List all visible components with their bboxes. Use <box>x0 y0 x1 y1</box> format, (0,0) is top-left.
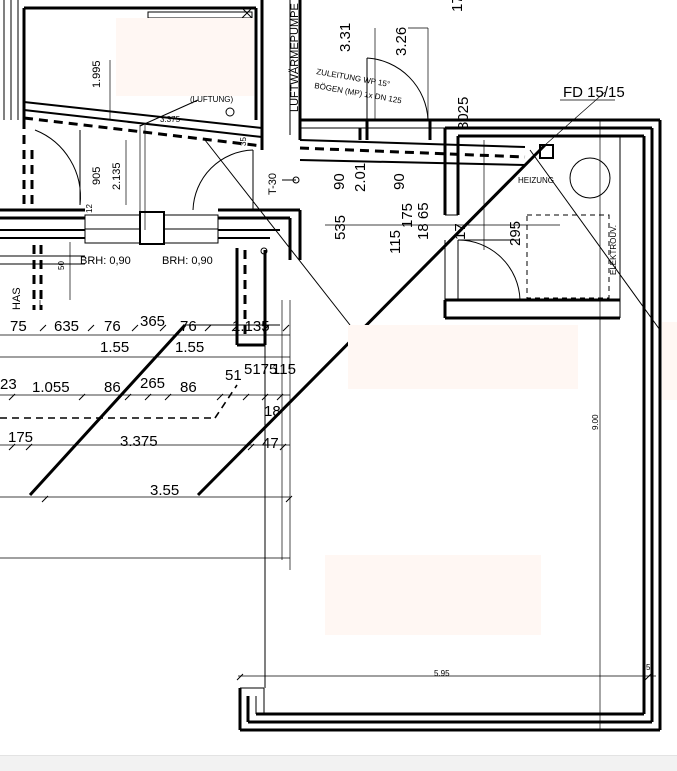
row2-dim-5: 86 <box>180 379 197 396</box>
stair-diagonals <box>28 139 661 497</box>
row2-dim-3: 86 <box>104 379 121 396</box>
electrical-room-label: ELEKTROUV. <box>609 225 618 275</box>
dim-1995: 1.995 <box>91 60 103 88</box>
dim-905: 905 <box>91 167 103 185</box>
vent-outlet-icon <box>225 107 235 117</box>
heat-pump-label: LUFTWÄRMEPUMPE <box>289 3 301 112</box>
row1-dim-1: 75 <box>10 318 27 335</box>
bottom-scroll-bar[interactable] <box>0 755 677 771</box>
dimension-lines <box>0 27 656 730</box>
left-door-swing <box>34 129 81 206</box>
dim-326: 3.26 <box>393 27 410 56</box>
row2-dim-8: 115 <box>272 361 296 378</box>
center-door-swing <box>192 149 254 211</box>
row1-dim-2: 635 <box>54 318 79 335</box>
fixtures <box>225 107 300 184</box>
dimension-ticks <box>8 324 652 681</box>
upper-right-door <box>366 57 429 121</box>
row1-dim-4: 365 <box>140 313 165 330</box>
dim-595: 5.95 <box>434 669 450 678</box>
row2-dim-2: 1.055 <box>32 379 70 396</box>
row2-dim-4: 265 <box>140 375 165 392</box>
ventilation-label: (LÜFTUNG) <box>190 95 233 104</box>
dim-5: 5 <box>646 663 651 672</box>
heating-partition <box>443 136 621 320</box>
dim-3375-lower: 3.375 <box>120 433 158 450</box>
row1-sub-2: 1.55 <box>175 339 204 356</box>
dim-331: 3.31 <box>337 23 354 52</box>
dim-12: 12 <box>85 204 94 213</box>
row1-sub-1: 1.55 <box>100 339 129 356</box>
brh-left-label: BRH: 0,90 <box>80 255 131 267</box>
dim-2135: 2.135 <box>111 162 123 190</box>
dimension-values: 3.31 3.26 3025 17 1.995 2.135 905 12 3.3… <box>0 0 651 678</box>
dashed-outline <box>0 384 238 419</box>
dim-50: 50 <box>57 261 66 270</box>
dim-201: 2.01 <box>352 163 369 192</box>
brh-right-label: BRH: 0,90 <box>162 255 213 267</box>
dim-535: 535 <box>332 215 349 240</box>
row1-dim-3: 76 <box>104 318 121 335</box>
dim-900: 9.00 <box>591 414 600 430</box>
fd-label: FD 15/15 <box>563 84 625 101</box>
dim-355: 3.55 <box>150 482 179 499</box>
dim-17-top: 17 <box>449 0 466 12</box>
dim-35: 35 <box>239 137 248 146</box>
upper-left-room-walls <box>3 0 302 150</box>
right-room-walls <box>238 118 662 732</box>
dim-90-b: 90 <box>391 173 408 190</box>
dim-175: 175 <box>399 203 416 228</box>
redacted-areas <box>116 18 677 635</box>
dim-47: 47 <box>262 435 279 452</box>
dim-175-lower: 175 <box>8 429 33 446</box>
row1-dim-6: 1.135 <box>232 318 270 335</box>
row2-dim-6: 51 <box>225 367 242 384</box>
has-label: HAS <box>11 287 23 310</box>
dim-295: 295 <box>507 221 524 246</box>
dim-115: 115 <box>387 230 404 254</box>
dim-3025: 3025 <box>455 97 472 130</box>
row1-dim-5: 76 <box>180 318 197 335</box>
dim-17: 17 <box>452 223 469 240</box>
dim-90-a: 90 <box>331 173 348 190</box>
t30-label: T-30 <box>267 173 279 195</box>
sloped-beams <box>23 99 526 166</box>
dim-18: 18 <box>264 403 281 420</box>
dim-3375-upper: 3.375 <box>160 115 181 124</box>
dim-1865: 18 65 <box>415 202 432 240</box>
row2-dim-7: 5175 <box>244 361 277 378</box>
heating-room-label: HEIZUNG <box>518 176 554 185</box>
row2-dim-1: 23 <box>0 376 17 393</box>
